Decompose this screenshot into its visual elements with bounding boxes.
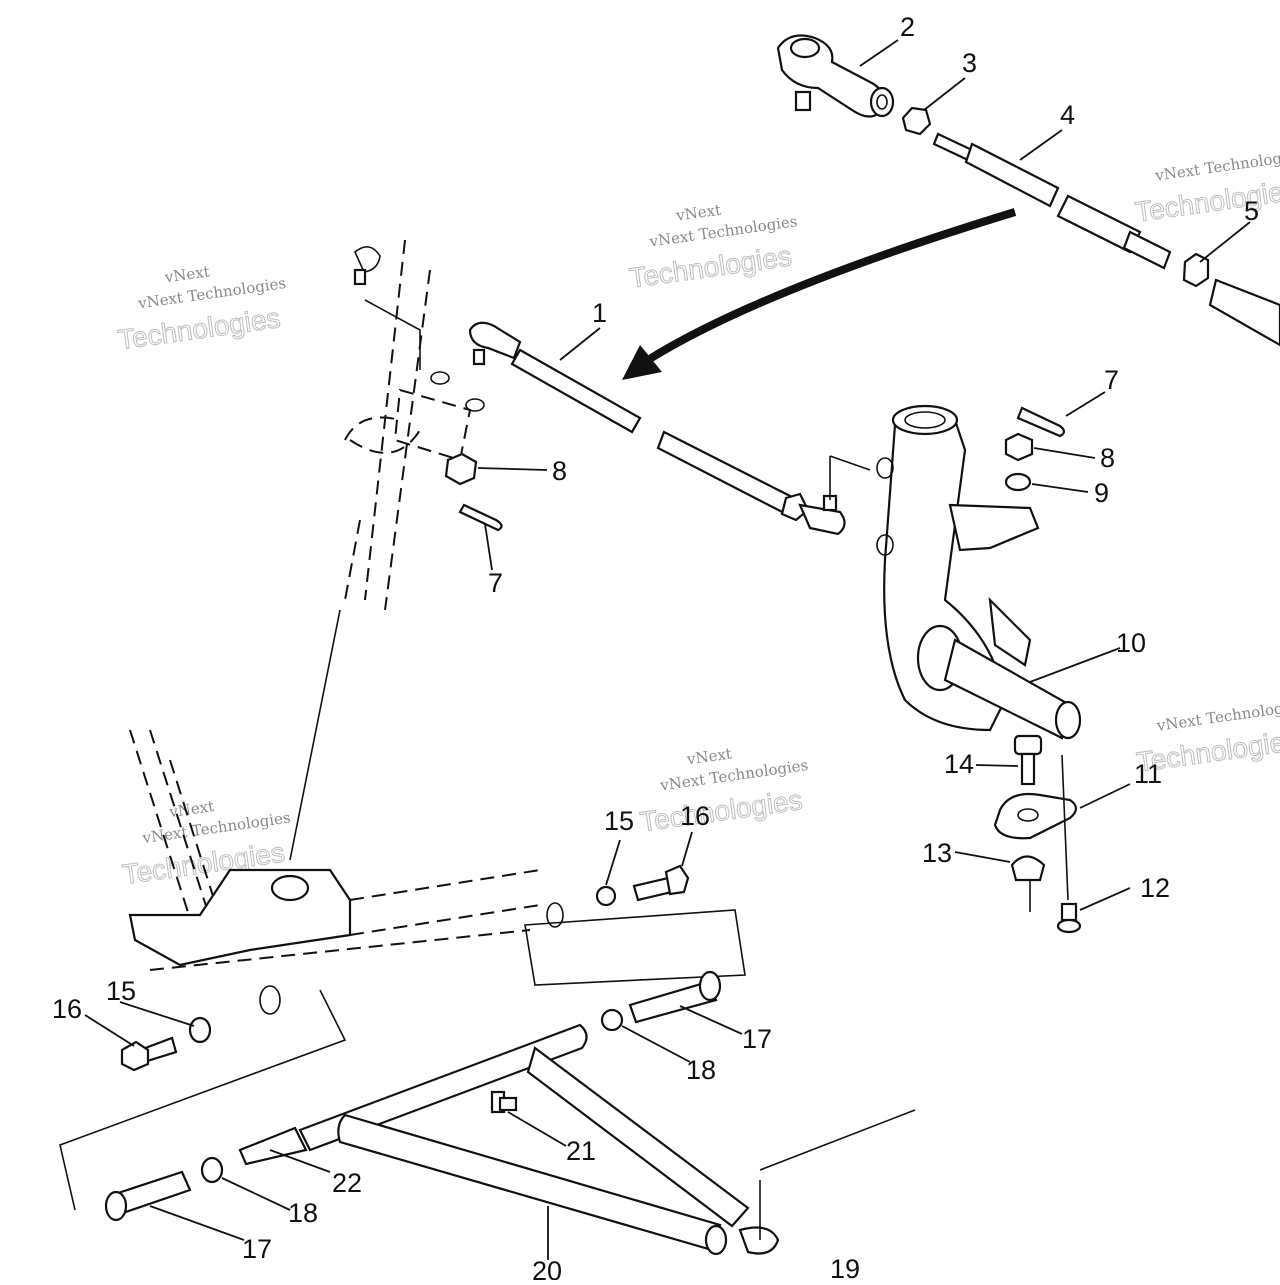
- callout-20: 20: [532, 1256, 562, 1280]
- callout-3: 3: [962, 48, 977, 78]
- part-1-tie-rod: [468, 321, 846, 536]
- callout-1: 1: [592, 298, 607, 328]
- part-5-end: [1208, 278, 1280, 347]
- callout-10: 10: [1116, 628, 1146, 658]
- callout-7-left: 7: [488, 568, 503, 598]
- part-20-a-arm: [238, 1023, 780, 1256]
- callout-15-left: 15: [106, 976, 136, 1006]
- part-16-bolt: [632, 864, 690, 902]
- part-2-rod-end: [776, 34, 895, 118]
- callout-7: 7: [1104, 365, 1119, 395]
- callout-16: 16: [680, 801, 710, 831]
- callout-18-left: 18: [288, 1198, 318, 1228]
- callout-4: 4: [1060, 100, 1075, 130]
- watermark-text: vNext: [685, 744, 733, 768]
- callout-16-left: 16: [52, 994, 82, 1024]
- part-7-cotter-pin: [1016, 406, 1066, 438]
- part-15-washer: [595, 885, 617, 907]
- callout-22: 22: [332, 1168, 362, 1198]
- part-18-washer: [200, 1156, 224, 1184]
- watermark-text: vNext: [167, 797, 215, 821]
- callout-19: 19: [830, 1254, 860, 1280]
- part-4-tie-rod: [932, 132, 1172, 270]
- part-14-bolt: [1013, 734, 1043, 786]
- part-21-grease-fitting: [490, 1090, 518, 1114]
- part-8-nut: [1004, 432, 1034, 462]
- callout-15: 15: [604, 806, 634, 836]
- callout-9: 9: [1094, 478, 1109, 508]
- part-10-spindle: [876, 404, 1082, 740]
- part-15-washer: [188, 1016, 212, 1044]
- part-17-bushing: [628, 970, 722, 1024]
- steering-column: [289, 239, 485, 861]
- leader-dash: [759, 1109, 916, 1240]
- callout-21: 21: [566, 1136, 596, 1166]
- part-16-bolt: [120, 1036, 178, 1072]
- part-11-plate: [993, 792, 1078, 840]
- callout-labels: 1 2 3 4 5 7 8 9 10 11 12 13 14 15 16 17 …: [52, 12, 1259, 1285]
- callout-11: 11: [1134, 759, 1162, 789]
- callout-13: 13: [922, 838, 952, 868]
- callout-18: 18: [686, 1055, 716, 1085]
- part-7-cotter-pin: [458, 503, 503, 532]
- callout-14: 14: [944, 749, 974, 779]
- callout-2: 2: [900, 12, 915, 42]
- part-3-nut: [901, 106, 932, 136]
- callout-8: 8: [1100, 443, 1115, 473]
- direction-arrow: [622, 208, 1017, 380]
- leader-dash: [1061, 754, 1069, 901]
- callout-17-left: 17: [242, 1234, 272, 1264]
- callout-5: 5: [1244, 196, 1259, 226]
- part-9-washer: [1004, 472, 1032, 492]
- part-18-washer: [600, 1008, 624, 1032]
- watermark-text: vNext: [163, 262, 211, 286]
- callout-8-left: 8: [552, 456, 567, 486]
- part-17-bushing: [104, 1170, 192, 1222]
- part-8-nut: [444, 452, 478, 486]
- watermark-text: vNext: [674, 201, 722, 225]
- leader-dash: [829, 455, 871, 500]
- part-12-screw: [1056, 902, 1082, 934]
- part-13-ball-joint: [1010, 855, 1046, 912]
- leader-lines: [84, 39, 1251, 1260]
- frame-bracket: [59, 729, 746, 1211]
- callout-17: 17: [742, 1024, 772, 1054]
- callout-12: 12: [1140, 873, 1170, 903]
- part-5-nut: [1182, 252, 1210, 288]
